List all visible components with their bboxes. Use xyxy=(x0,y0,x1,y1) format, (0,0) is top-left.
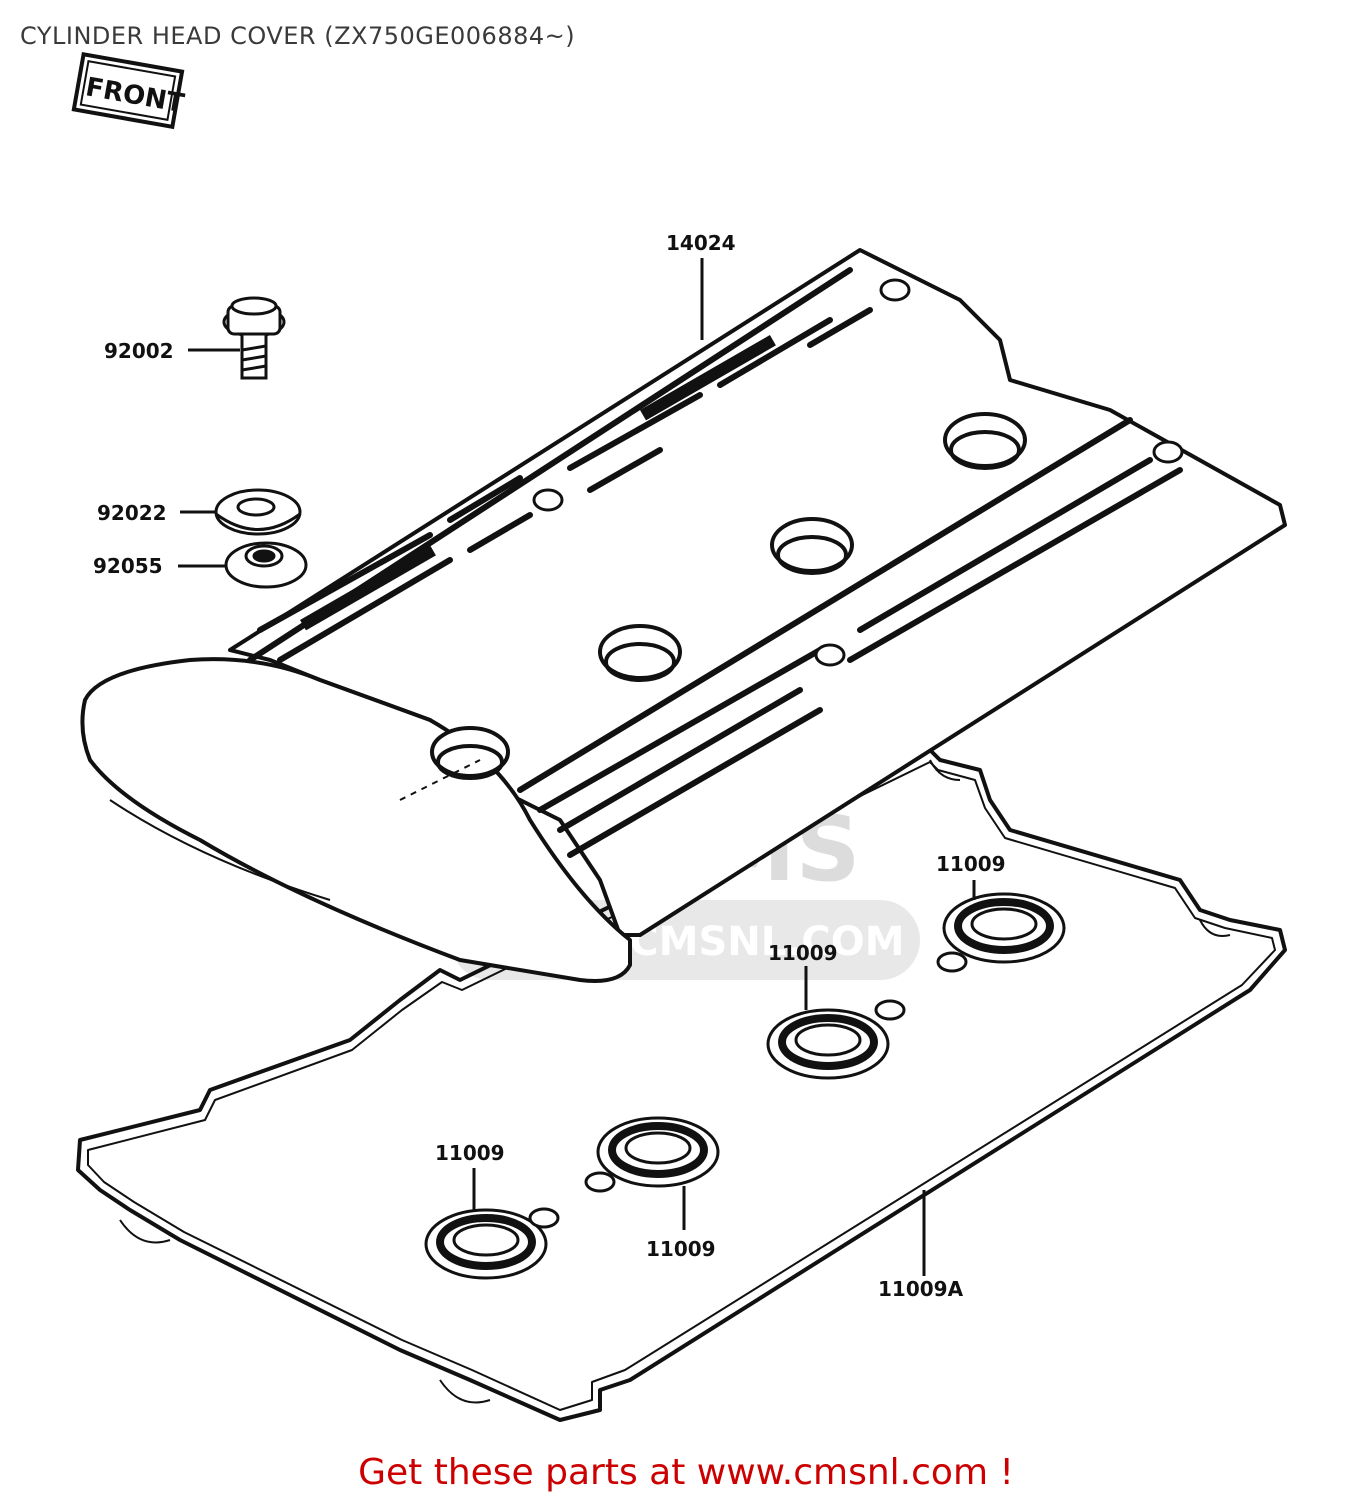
label-11009-a: 11009 xyxy=(936,852,1006,876)
label-11009-c: 11009 xyxy=(435,1141,505,1165)
front-tag: FRONT xyxy=(71,51,187,130)
grommet-92055 xyxy=(224,541,308,589)
label-11009-b: 11009 xyxy=(768,941,838,965)
leader-lines xyxy=(178,258,976,1276)
label-14024: 14024 xyxy=(666,231,736,255)
label-11009-d: 11009 xyxy=(646,1237,716,1261)
diagram-title: CYLINDER HEAD COVER (ZX750GE006884~) xyxy=(20,22,576,50)
head-cover xyxy=(80,248,1287,983)
seal-1 xyxy=(936,892,1066,973)
washer-92022 xyxy=(214,488,302,536)
label-92022: 92022 xyxy=(97,501,167,525)
label-11009a: 11009A xyxy=(878,1277,964,1301)
label-92055: 92055 xyxy=(93,554,163,578)
seal-4 xyxy=(424,1207,560,1280)
footer-cta[interactable]: Get these parts at www.cmsnl.com ! xyxy=(0,1452,1362,1493)
gasket-outline xyxy=(76,748,1287,1422)
label-92002: 92002 xyxy=(104,339,174,363)
seal-2 xyxy=(766,999,906,1080)
bolt-92002 xyxy=(222,296,286,380)
footer-text[interactable]: Get these parts at www.cmsnl.com ! xyxy=(358,1452,1014,1493)
seal-3 xyxy=(584,1116,720,1193)
